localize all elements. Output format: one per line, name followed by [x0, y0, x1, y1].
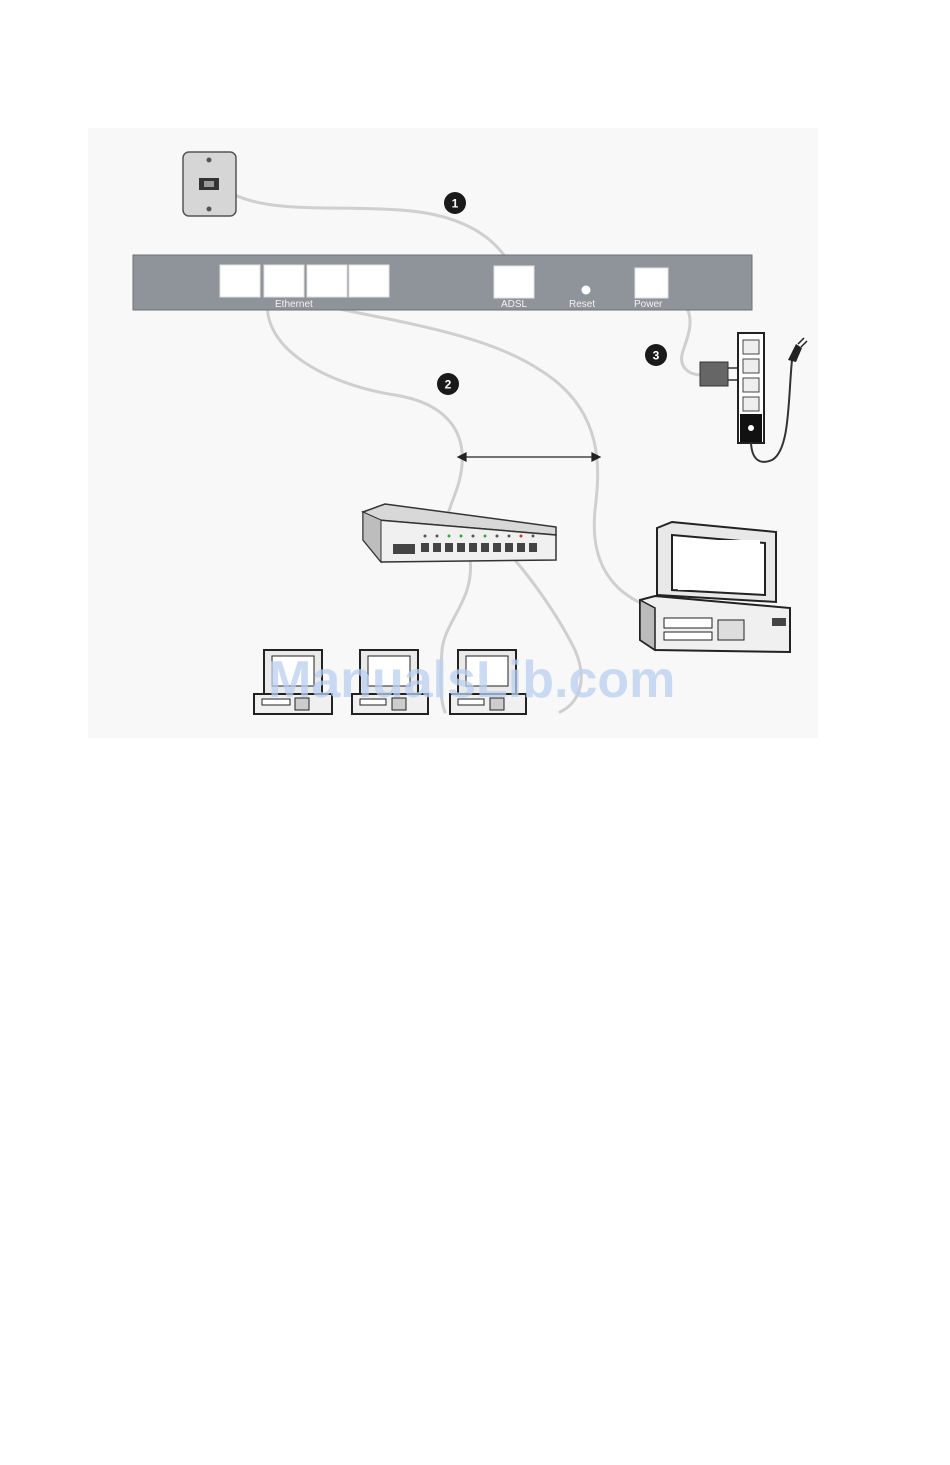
- ethernet-port-4[interactable]: [349, 265, 389, 297]
- step-badge-3: 3: [645, 344, 667, 366]
- router-back-panel: Ethernet ADSL Reset Power: [133, 255, 752, 310]
- step-badge-1-label: 1: [452, 197, 459, 211]
- reset-label: Reset: [569, 299, 595, 310]
- desktop-computer-icon: [640, 522, 790, 652]
- power-label: Power: [634, 299, 663, 310]
- ethernet-label: Ethernet: [275, 299, 313, 310]
- step-badge-2: 2: [437, 373, 459, 395]
- wall-phone-jack-icon: [183, 152, 236, 216]
- power-port[interactable]: [635, 268, 668, 298]
- watermark: ManualsLib.com: [268, 651, 675, 709]
- ethernet-port-1[interactable]: [220, 265, 260, 297]
- step-badge-2-label: 2: [445, 378, 452, 392]
- adsl-label: ADSL: [501, 299, 528, 310]
- step-badge-1: 1: [444, 192, 466, 214]
- reset-button[interactable]: [582, 286, 591, 295]
- adsl-port[interactable]: [494, 266, 534, 298]
- step-badge-3-label: 3: [653, 349, 660, 363]
- ethernet-port-3[interactable]: [307, 265, 347, 297]
- ethernet-port-2[interactable]: [264, 265, 304, 297]
